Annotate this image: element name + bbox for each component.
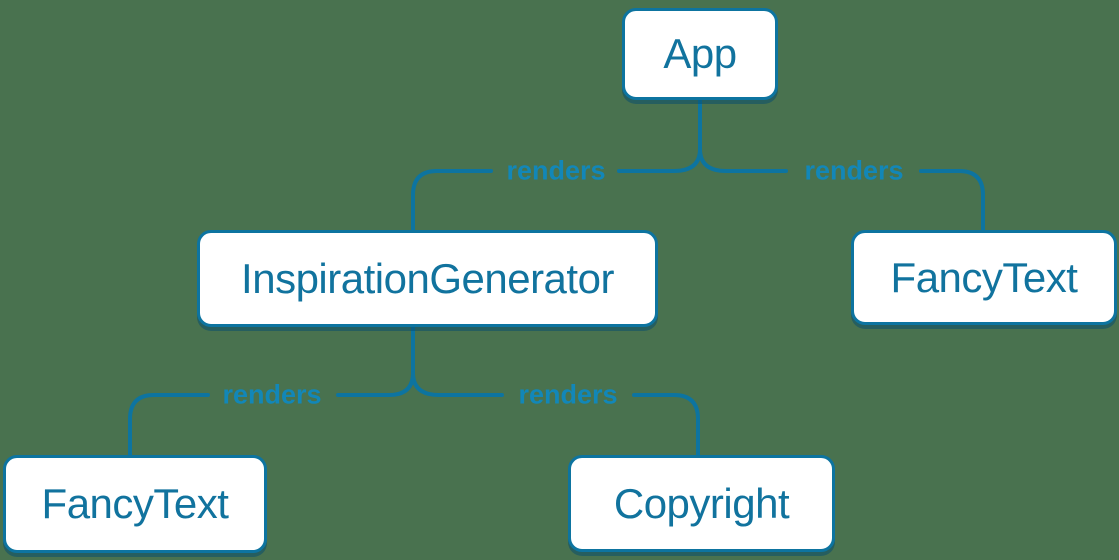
edge-inspirationgenerator-copyright-line-left (411, 371, 504, 397)
edge-inspirationgenerator-fancytext-line-left (128, 393, 210, 458)
edge-app-fancytext-line-left (698, 147, 788, 173)
edge-label-app-inspirationgenerator: renders (506, 155, 606, 186)
node-copyright-label: Copyright (613, 479, 790, 527)
node-fancy-text-bottom-label: FancyText (41, 480, 229, 527)
edge-inspirationgenerator-copyright-line-right (632, 393, 700, 458)
edge-label-inspirationgenerator-fancytext: renders (222, 379, 322, 410)
node-copyright: Copyright (568, 455, 835, 552)
node-fancy-text-bottom: FancyText (3, 455, 267, 553)
edge-app-fancytext-line-right (919, 169, 985, 233)
edge-label-inspirationgenerator-copyright: renders (518, 379, 618, 410)
node-inspiration-generator: InspirationGenerator (197, 230, 658, 327)
edge-app-inspirationgenerator-line-right (617, 98, 702, 173)
edge-app-inspirationgenerator-line-left (411, 169, 493, 233)
node-fancy-text-top: FancyText (851, 230, 1117, 325)
node-app: App (622, 8, 778, 100)
edge-inspirationgenerator-fancytext-line-right (336, 371, 415, 397)
node-app-label: App (663, 30, 737, 77)
node-fancy-text-top-label: FancyText (890, 253, 1078, 301)
node-inspiration-generator-label: InspirationGenerator (241, 254, 614, 302)
edge-label-app-fancytext: renders (804, 155, 904, 186)
